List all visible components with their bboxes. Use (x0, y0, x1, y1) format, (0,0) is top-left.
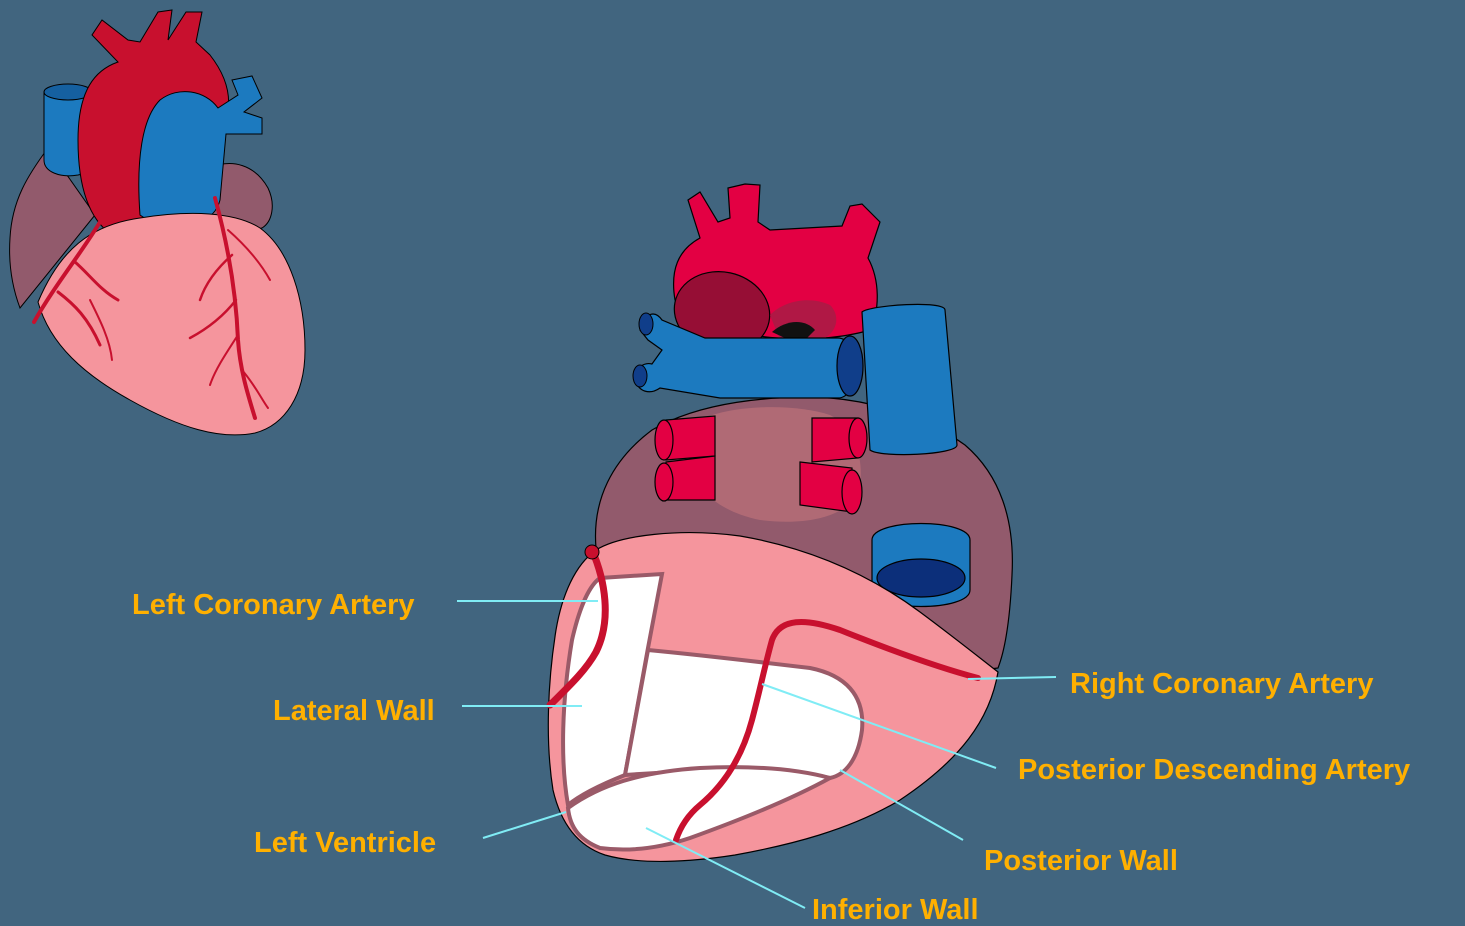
label-posterior-descending-artery: Posterior Descending Artery (1018, 756, 1410, 785)
pulmonary-branch-opening-top (639, 313, 653, 335)
label-right-coronary-artery: Right Coronary Artery (1070, 670, 1373, 699)
posterior-heart-illustration (548, 184, 1012, 861)
pulmonary-branch-opening-right (837, 336, 863, 396)
label-left-ventricle: Left Ventricle (254, 829, 436, 858)
anterior-heart-illustration (10, 10, 305, 435)
leader-left-ventricle (483, 812, 566, 838)
label-lateral-wall: Lateral Wall (273, 697, 435, 726)
posterior-superior-vena-cava (862, 304, 957, 454)
label-inferior-wall: Inferior Wall (812, 896, 979, 925)
label-left-coronary-artery: Left Coronary Artery (132, 591, 415, 620)
label-posterior-wall: Posterior Wall (984, 847, 1178, 876)
pulmonary-branch-opening-bottom (633, 365, 647, 387)
left-coronary-artery-origin (585, 545, 599, 559)
